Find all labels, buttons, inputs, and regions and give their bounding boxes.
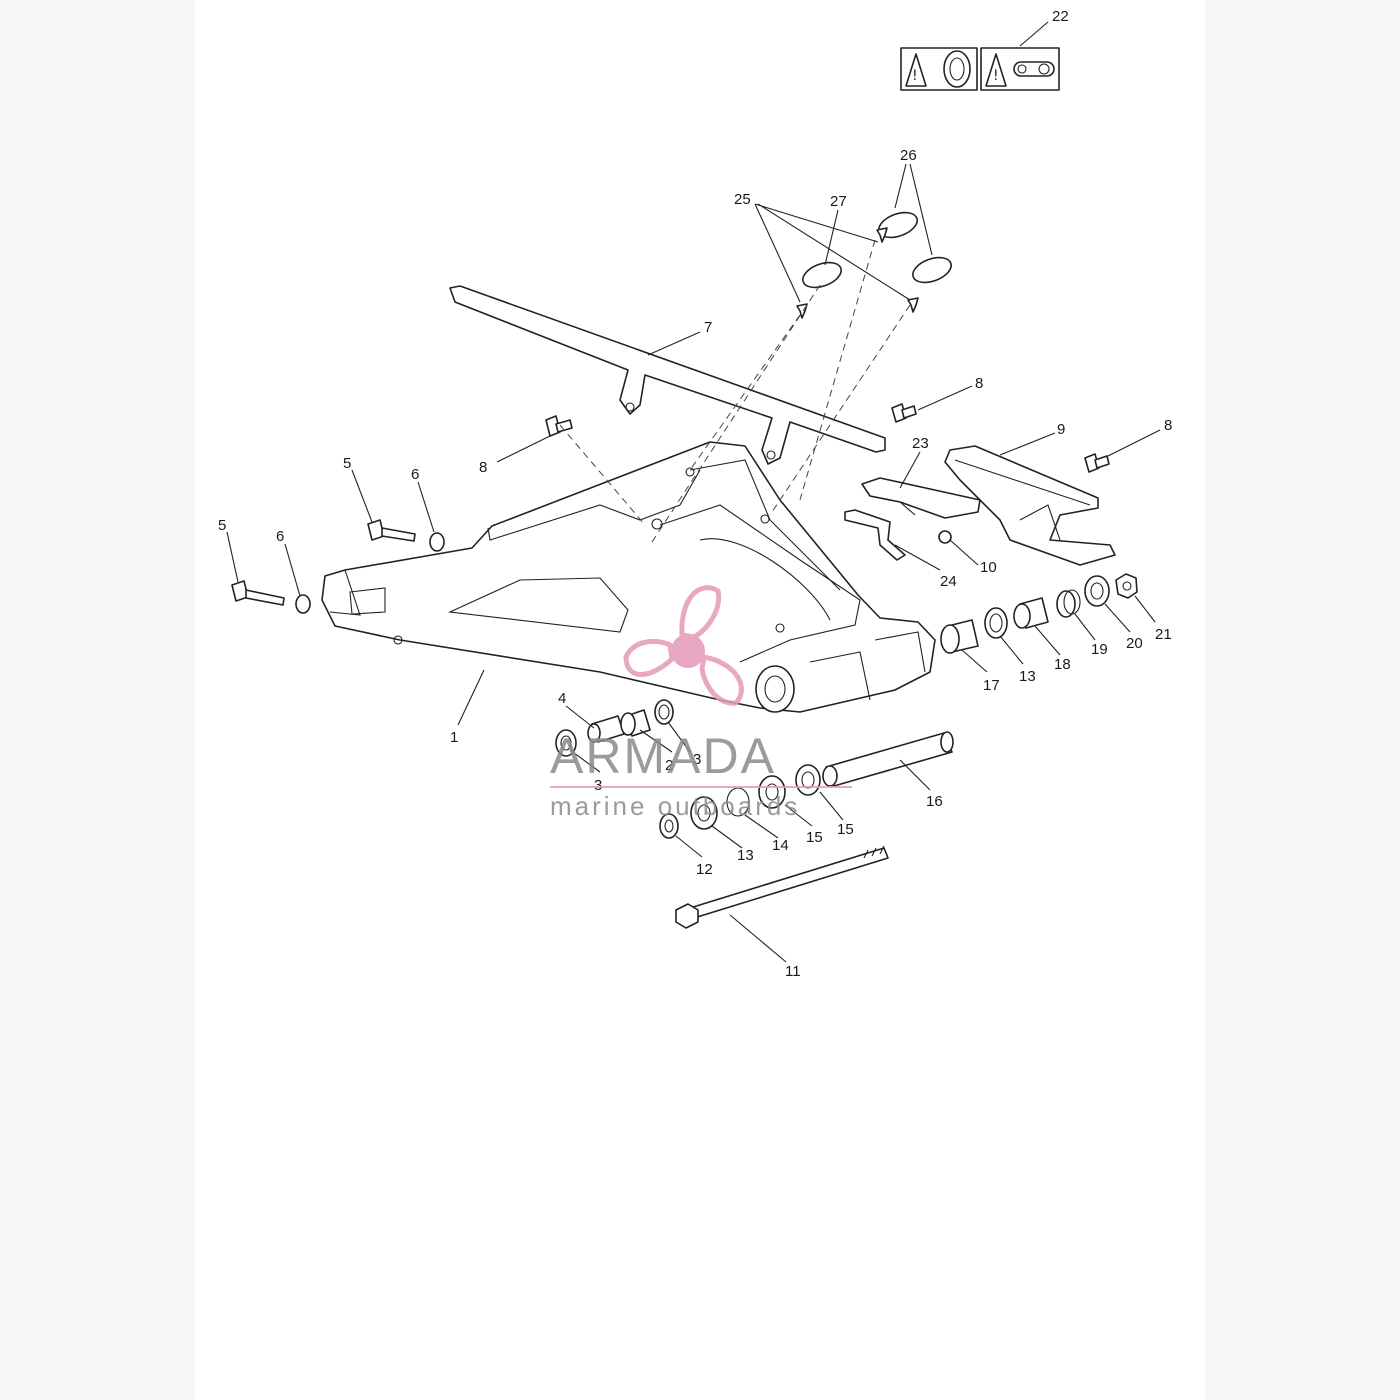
callout-6-upper: 6 xyxy=(411,466,419,483)
callout-26: 26 xyxy=(900,147,917,164)
callout-5-lower: 5 xyxy=(218,517,226,534)
nut-6-lower xyxy=(295,594,311,614)
callout-27: 27 xyxy=(830,193,847,210)
parts-sheet xyxy=(195,0,1205,1400)
callout-9: 9 xyxy=(1057,421,1065,438)
callout-13-right: 13 xyxy=(1019,668,1036,685)
callout-19: 19 xyxy=(1091,641,1108,658)
callout-7: 7 xyxy=(704,319,712,336)
bolt-8c xyxy=(1084,453,1110,473)
svg-text:!: ! xyxy=(912,68,918,84)
callout-13-left: 13 xyxy=(737,847,754,864)
chain-guide-upper xyxy=(861,477,981,519)
bolt-5-upper xyxy=(367,519,416,542)
bolt-5-lower xyxy=(231,580,285,606)
armada-watermark: ARMADA marine outboards xyxy=(550,585,852,821)
leader-lines xyxy=(226,21,1161,963)
chain-slider xyxy=(944,445,1116,566)
seal-3-left xyxy=(555,729,577,757)
callout-22: 22 xyxy=(1052,8,1069,25)
tyre-warning-icon: ! xyxy=(900,47,978,91)
washer-20 xyxy=(1084,575,1110,607)
callout-23: 23 xyxy=(912,435,929,452)
chain-guide-bracket xyxy=(844,509,906,561)
callout-11: 11 xyxy=(785,963,801,980)
callout-8-left: 8 xyxy=(479,459,487,476)
nut-6-upper xyxy=(429,532,445,552)
callout-3-right: 3 xyxy=(693,751,701,768)
callout-21: 21 xyxy=(1155,626,1172,643)
callout-25: 25 xyxy=(734,191,751,208)
cover-cap-26-lower xyxy=(912,256,952,284)
propeller-logo-icon xyxy=(623,585,744,706)
alignment-lines xyxy=(559,239,911,546)
nut-10 xyxy=(938,530,952,544)
screw-25b xyxy=(796,303,808,319)
callout-1: 1 xyxy=(450,729,458,746)
callout-12: 12 xyxy=(696,861,713,878)
seal-3-right xyxy=(654,699,674,725)
callout-15-left: 15 xyxy=(806,829,823,846)
washer-15b xyxy=(758,775,786,809)
callout-20: 20 xyxy=(1126,635,1143,652)
cover-cap-27 xyxy=(802,261,842,289)
seal-13-left xyxy=(690,796,718,830)
washer-12 xyxy=(659,813,679,839)
callout-18: 18 xyxy=(1054,656,1071,673)
callout-10: 10 xyxy=(980,559,997,576)
bearing-17 xyxy=(940,619,979,654)
callout-8-right: 8 xyxy=(975,375,983,392)
callouts: 22 26 25 27 7 8 8 8 9 23 24 10 5 6 5 6 1… xyxy=(218,8,1172,980)
spindle-16 xyxy=(822,731,954,787)
callout-16: 16 xyxy=(926,793,943,810)
bolt-8a xyxy=(545,415,573,437)
callout-8-far-right: 8 xyxy=(1164,417,1172,434)
seal-13-right xyxy=(984,607,1008,639)
pivot-bolt-11 xyxy=(675,845,889,929)
screw-25c xyxy=(907,297,919,313)
callout-5-upper: 5 xyxy=(343,455,351,472)
callout-3-left: 3 xyxy=(594,777,602,794)
callout-4: 4 xyxy=(558,690,566,707)
bolt-8b xyxy=(891,403,917,423)
callout-24: 24 xyxy=(940,573,957,590)
watermark-tagline: marine outboards xyxy=(550,791,800,821)
swingarm xyxy=(321,441,936,713)
bush-2 xyxy=(620,709,651,737)
callout-2: 2 xyxy=(665,757,673,774)
callout-14: 14 xyxy=(772,837,789,854)
spacer-18 xyxy=(1013,597,1049,629)
screw-25a xyxy=(876,227,888,243)
nut-21 xyxy=(1115,573,1138,599)
svg-text:!: ! xyxy=(993,68,999,84)
callout-15-right: 15 xyxy=(837,821,854,838)
watermark-brand: ARMADA xyxy=(550,728,776,784)
chain-guard xyxy=(449,285,886,465)
callout-6-lower: 6 xyxy=(276,528,284,545)
callout-17: 17 xyxy=(983,677,1000,694)
bush-19 xyxy=(1056,589,1081,618)
chain-warning-icon: ! xyxy=(980,47,1060,91)
